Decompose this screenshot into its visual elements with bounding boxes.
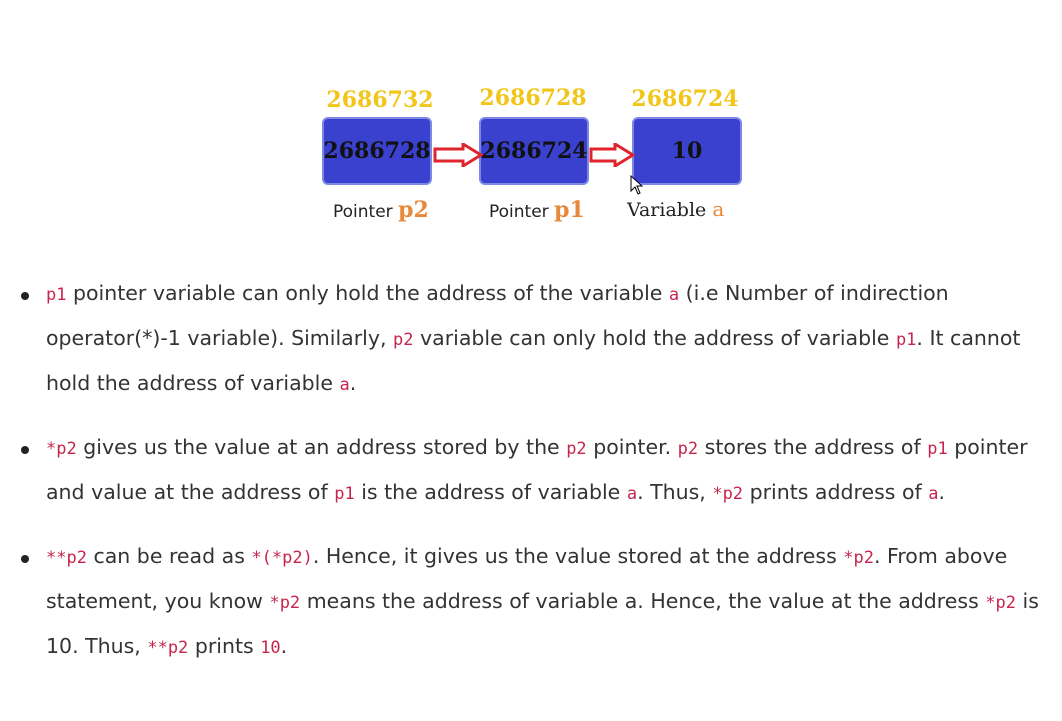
inline-code: a	[626, 484, 638, 504]
note-text: can be read as	[86, 544, 252, 568]
inline-code: *p2	[46, 439, 77, 459]
caption-var: p1	[554, 197, 585, 223]
note-text: prints address of	[743, 480, 929, 504]
inline-code: p2	[393, 330, 414, 350]
caption-word: Variable	[627, 199, 707, 221]
note-text: . Thus,	[637, 480, 713, 504]
box-p1: 2686724	[479, 117, 589, 185]
address-label-p1: 2686728	[479, 85, 587, 111]
note-text: stores the address of	[698, 435, 928, 459]
inline-code: 10	[260, 638, 281, 658]
box-a: 10	[632, 117, 742, 185]
note-text: . From above statement, you know	[46, 544, 1008, 613]
mouse-cursor-icon	[630, 175, 644, 195]
caption-variable-a: Variable a	[627, 197, 724, 221]
inline-code: p2	[677, 439, 699, 459]
note-text: variable can only hold the address of va…	[413, 326, 896, 350]
note-text: pointer and value at the address of	[46, 435, 1028, 504]
note-text: . It cannot hold the address of variable	[46, 326, 1021, 395]
address-label-p2: 2686732	[326, 87, 434, 113]
notes-list: p1 pointer variable can only hold the ad…	[0, 272, 1046, 689]
note-text: (i.e Number of indirection operator(*)-1…	[46, 281, 949, 350]
inline-code: a	[339, 375, 350, 395]
note-text: .	[938, 480, 946, 504]
note-text: gives us the value at an address stored …	[76, 435, 567, 459]
address-label-a: 2686724	[631, 86, 739, 112]
inline-code: p2	[566, 439, 587, 459]
arrow-icon	[589, 143, 635, 167]
caption-pointer-p2: Pointer p2	[333, 197, 429, 223]
caption-pointer-p1: Pointer p1	[489, 197, 585, 223]
inline-code: p1	[927, 439, 948, 459]
inline-code: *p2	[843, 548, 874, 568]
box-p2: 2686728	[322, 117, 432, 185]
note-text: .	[280, 634, 288, 658]
inline-code: **p2	[147, 638, 189, 658]
inline-code: p1	[46, 285, 67, 305]
note-text: .	[349, 371, 357, 395]
note-text: pointer.	[586, 435, 678, 459]
caption-var: p2	[398, 197, 429, 223]
inline-code: p1	[895, 330, 917, 350]
note-text: prints	[188, 634, 261, 658]
note-text: pointer variable can only hold the addre…	[66, 281, 669, 305]
note-text: is 10. Thus,	[46, 589, 1039, 658]
list-item: p1 pointer variable can only hold the ad…	[21, 272, 1046, 407]
inline-code: p1	[334, 484, 355, 504]
inline-code: a	[928, 484, 939, 504]
pointer-diagram: 2686732 2686728 2686724 2686728 2686724 …	[0, 0, 1062, 240]
note-text: means the address of variable a. Hence, …	[300, 589, 986, 613]
inline-code: *(*p2)	[251, 548, 313, 568]
caption-var: a	[712, 197, 725, 221]
caption-word: Pointer	[333, 202, 393, 222]
inline-code: *p2	[985, 593, 1016, 613]
caption-word: Pointer	[489, 202, 549, 222]
list-item: *p2 gives us the value at an address sto…	[21, 426, 1046, 516]
inline-code: *p2	[269, 593, 301, 613]
inline-code: **p2	[46, 548, 87, 568]
arrow-icon	[433, 143, 483, 167]
inline-code: *p2	[712, 484, 744, 504]
list-item: **p2 can be read as *(*p2). Hence, it gi…	[21, 535, 1046, 670]
note-text: is the address of variable	[354, 480, 627, 504]
inline-code: a	[668, 285, 680, 305]
note-text: . Hence, it gives us the value stored at…	[312, 544, 844, 568]
